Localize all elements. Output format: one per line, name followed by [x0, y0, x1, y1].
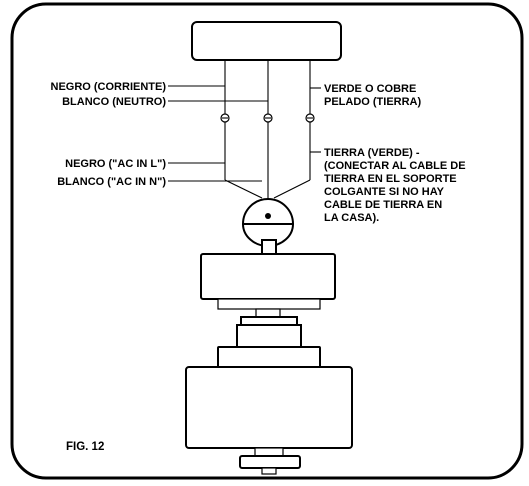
motor-housing	[185, 366, 353, 449]
canopy	[200, 253, 336, 300]
figure-frame	[10, 2, 524, 480]
label-green-ground: VERDE O COBRE PELADO (TIERRA)	[324, 83, 422, 108]
wire-connectors	[220, 113, 315, 123]
ceiling-outlet-box	[191, 21, 342, 61]
label-black-supply: NEGRO (CORRIENTE)	[51, 81, 167, 93]
canopy-collar	[217, 298, 321, 310]
switch-cap	[254, 447, 284, 457]
figure-number: FIG. 12	[66, 441, 104, 453]
label-black-ac-l: NEGRO ("AC IN L")	[65, 158, 166, 170]
label-white-neutral: BLANCO (NEUTRO)	[62, 96, 166, 108]
coupling-ring	[240, 316, 298, 326]
coupling-top	[255, 308, 281, 318]
label-white-ac-n: BLANCO ("AC IN N")	[57, 176, 166, 188]
label-ground-note: TIERRA (VERDE) - (CONECTAR AL CABLE DE T…	[324, 147, 469, 224]
switch-knob-stem	[261, 467, 277, 475]
fan-wires	[224, 179, 311, 199]
right-leader-lines	[310, 87, 321, 153]
motor-collar	[217, 346, 321, 368]
left-leader-lines	[168, 85, 268, 182]
switch-knob	[239, 455, 301, 469]
downrod	[261, 239, 277, 255]
hanger-ball	[241, 198, 295, 247]
coupling-body	[236, 324, 302, 348]
